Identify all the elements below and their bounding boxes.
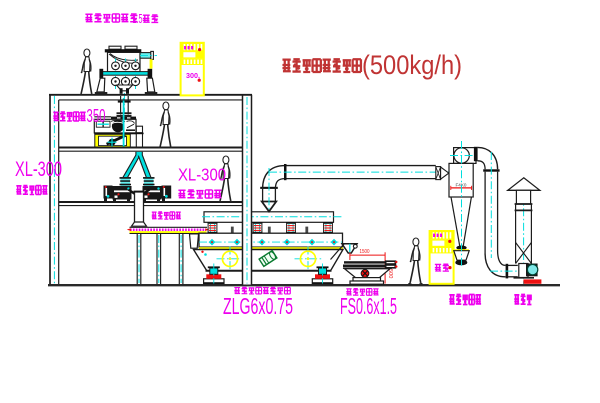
svg-text:350: 350 [87, 106, 106, 126]
svg-text:1500: 1500 [360, 249, 370, 255]
svg-text:500: 500 [387, 269, 393, 278]
svg-text:XL-300: XL-300 [15, 158, 62, 181]
svg-text:(500kg/h): (500kg/h) [362, 50, 462, 80]
svg-text:FS0.6x1.5: FS0.6x1.5 [340, 293, 397, 319]
svg-text:300,: 300, [186, 71, 200, 80]
svg-text:ZLG6x0.75: ZLG6x0.75 [223, 293, 293, 319]
svg-text:XL-300: XL-300 [178, 165, 226, 185]
svg-text:1.5: 1.5 [133, 11, 143, 26]
